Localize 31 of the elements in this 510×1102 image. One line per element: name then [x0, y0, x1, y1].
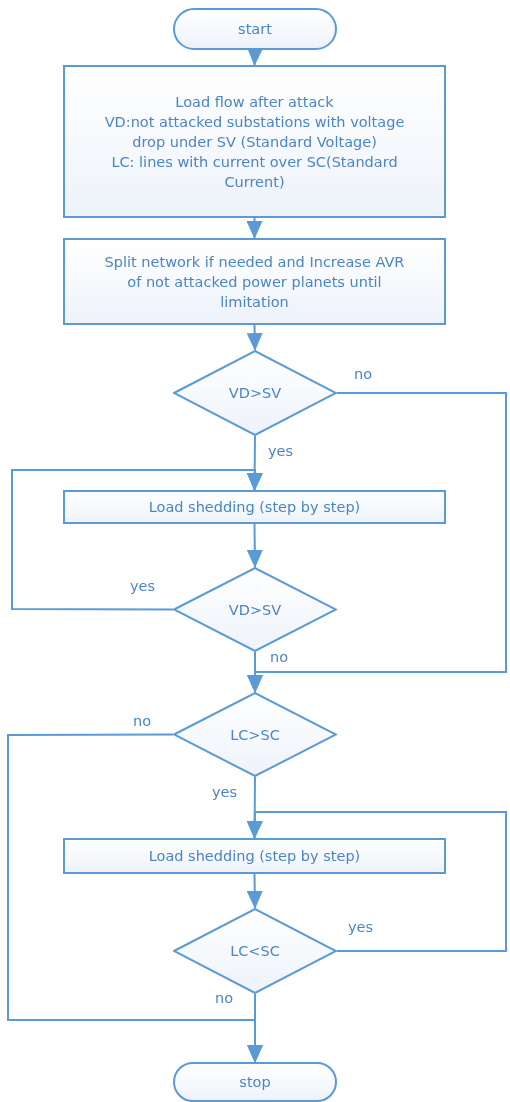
arrow [246, 217, 263, 239]
node-text: Load flow after attack [175, 92, 334, 112]
arrow [246, 324, 263, 351]
node-text: stop [239, 1073, 271, 1092]
terminal-shape [173, 1062, 337, 1102]
node-text: VD>SV [228, 384, 282, 403]
arrow [247, 47, 264, 66]
decision-diamond [173, 692, 337, 777]
process-box [63, 490, 446, 524]
node-text: Load shedding (step by step) [148, 498, 361, 517]
node-text: VD>SV [228, 600, 282, 620]
node-text: Split network if needed and Increase AVR of not attacked power planets until limitation [103, 252, 406, 312]
decision-diamond [173, 567, 337, 652]
node-text: LC: lines with current over SC(Standard Current) [110, 152, 399, 192]
terminal-shape [173, 8, 337, 50]
decision-diamond [173, 908, 337, 994]
process-box [63, 65, 446, 218]
node-text: LC>SC [230, 725, 280, 745]
process-box [63, 838, 446, 874]
decision-diamond [173, 350, 337, 436]
process-box [63, 238, 446, 325]
arrow [247, 993, 263, 1063]
arrow [246, 811, 507, 952]
arrow [247, 651, 263, 693]
arrow [246, 873, 263, 909]
node-text: VD:not attacked substations with voltage drop under SV (Standard Voltage) [103, 112, 406, 152]
arrow [246, 523, 263, 568]
node-text: LC<SC [230, 942, 280, 961]
node-text: start [238, 20, 272, 39]
node-text: Load shedding (step by step) [148, 847, 361, 866]
arrow [11, 469, 263, 611]
